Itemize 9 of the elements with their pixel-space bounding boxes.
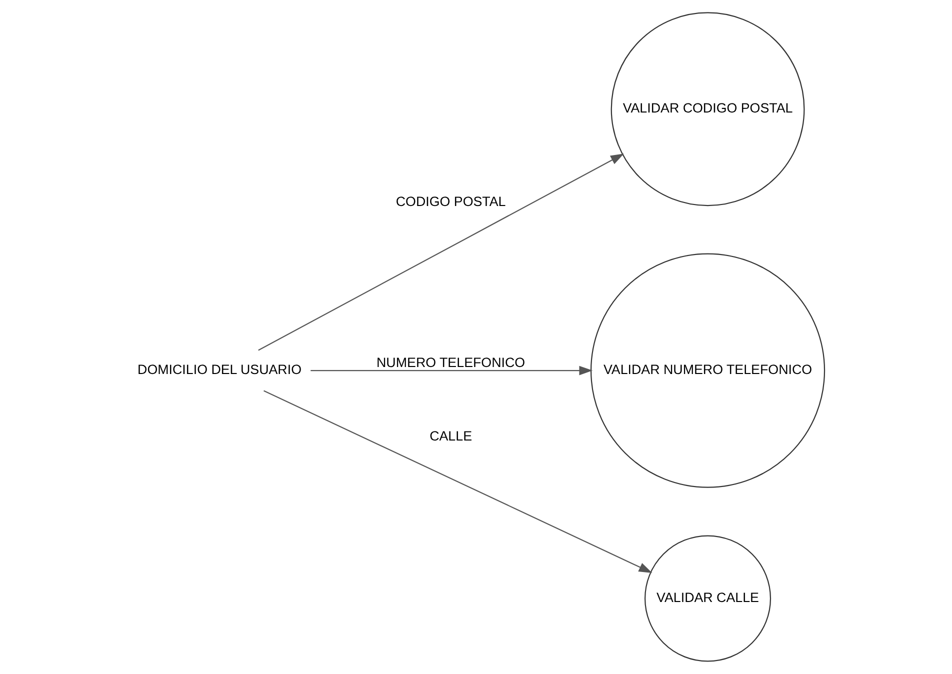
node-circle: VALIDAR CALLE — [644, 535, 771, 662]
arrow — [310, 366, 592, 376]
arrow — [263, 390, 652, 573]
arrow — [258, 154, 624, 351]
node-circle: VALIDAR NUMERO TELEFONICO — [590, 253, 825, 488]
edge-label: CODIGO POSTAL — [395, 194, 506, 209]
edge-label: NUMERO TELEFONICO — [376, 354, 525, 370]
edge-label: CALLE — [429, 428, 472, 444]
node-text: DOMICILIO DEL USUARIO — [137, 362, 301, 378]
